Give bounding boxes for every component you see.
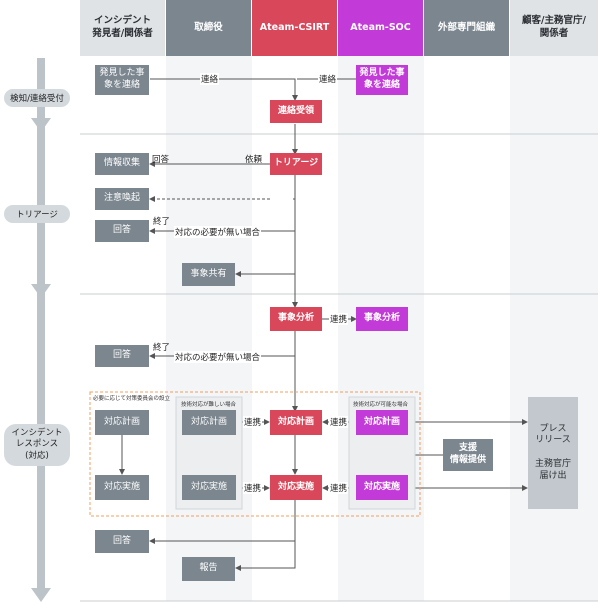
label-no-need-1: 対応の必要が無い場合 [174, 226, 262, 238]
node-reply-2: 回答 [95, 345, 149, 367]
node-discoverer-report: 発見した事 象を連絡 [95, 65, 149, 95]
possible-case-caption: 技術対応が可能な場合 [353, 402, 409, 408]
node-exec-discoverer: 対応実施 [95, 475, 149, 500]
node-alert: 注意喚起 [95, 188, 149, 210]
committee-caption: 必要に応じて対策委員会の設立 [93, 396, 171, 402]
lane-bg-customers [510, 56, 598, 601]
label-cooperate-exec-dir: 連携 [243, 482, 263, 494]
label-cooperate-plan-soc: 連携 [329, 416, 349, 428]
lane-bg-external [424, 56, 510, 601]
label-close-2: 終了 [153, 343, 171, 353]
label-contact-2: 連絡 [318, 73, 338, 85]
lane-header-soc: Ateam-SOC [338, 0, 423, 56]
committee-group-box [89, 391, 421, 517]
lane-header-directors: 取締役 [166, 0, 251, 56]
timeline-arrow-2 [31, 284, 51, 298]
timeline-arrow-3 [31, 588, 51, 602]
lane-bg-directors [166, 56, 252, 601]
node-exec-directors: 対応実施 [182, 475, 236, 500]
node-info-gathering: 情報収集 [95, 153, 149, 175]
label-cooperate-analysis: 連携 [329, 313, 349, 325]
node-plan-csirt: 対応計画 [270, 410, 322, 435]
node-exec-csirt: 対応実施 [270, 475, 322, 500]
lane-bg-discoverer [80, 56, 166, 601]
node-share: 事象共有 [182, 263, 235, 286]
node-exec-soc: 対応実施 [356, 475, 408, 500]
lane-header-external: 外部専門組織 [424, 0, 509, 56]
node-report: 報告 [182, 557, 235, 581]
node-reply-1: 回答 [95, 220, 149, 242]
label-answer: 回答 [152, 155, 170, 165]
lane-header-discoverer: インシデント 発見者/関係者 [80, 0, 165, 56]
node-plan-discoverer: 対応計画 [95, 410, 149, 435]
node-plan-soc: 対応計画 [356, 410, 408, 435]
phase-detection: 検知/連絡受付 [4, 89, 70, 107]
node-press-release: プレス リリース 主務官庁 届け出 [528, 397, 578, 509]
timeline-bar [37, 58, 45, 588]
label-close-1: 終了 [153, 217, 171, 227]
phase-triage: トリアージ [4, 205, 70, 223]
hard-case-caption: 技術対応が難しい場合 [181, 402, 237, 408]
label-request: 依頼 [245, 155, 263, 165]
node-analysis-soc: 事象分析 [356, 307, 408, 331]
label-cooperate-exec-soc: 連携 [329, 482, 349, 494]
node-support: 支援 情報提供 [443, 439, 493, 471]
node-receive: 連絡受領 [270, 100, 322, 123]
node-triage: トリアージ [270, 153, 322, 175]
label-contact-1: 連絡 [200, 73, 220, 85]
label-no-need-2: 対応の必要が無い場合 [174, 351, 262, 363]
node-soc-report: 発見した事 象を連絡 [356, 65, 408, 95]
node-reply-3: 回答 [95, 530, 149, 553]
phase-response: インシデント レスポンス (対応) [4, 424, 70, 466]
lane-header-csirt: Ateam-CSIRT [252, 0, 337, 56]
node-analysis-csirt: 事象分析 [270, 307, 322, 331]
node-plan-directors: 対応計画 [182, 410, 236, 435]
lane-header-customers: 顧客/主務官庁/ 関係者 [510, 0, 598, 56]
label-cooperate-plan-dir: 連携 [243, 416, 263, 428]
timeline-arrow-1 [31, 118, 51, 132]
